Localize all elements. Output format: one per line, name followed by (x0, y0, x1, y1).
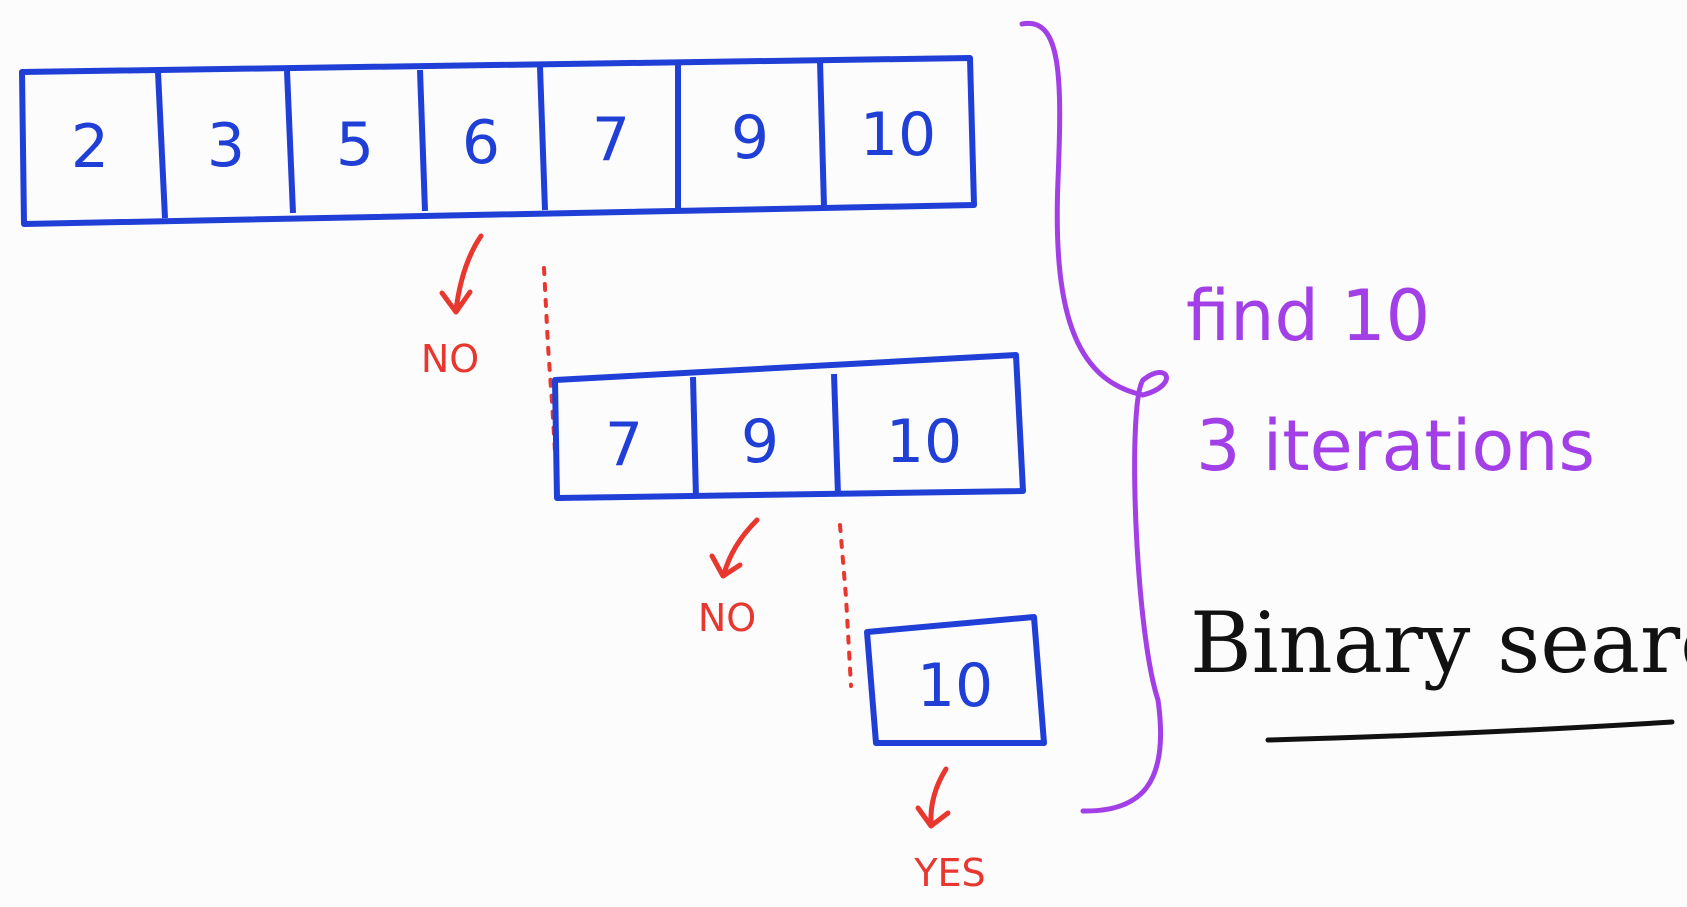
array-1-divider (537, 66, 548, 211)
array-1-divider (284, 70, 296, 214)
check-2: NO (698, 517, 760, 640)
split-line (838, 523, 853, 688)
array-2-cell: 7 (605, 410, 643, 480)
iterations-note: 3 iterations (1196, 405, 1595, 487)
array-1-divider (417, 69, 428, 212)
array-1-divider (817, 60, 827, 208)
array-1-outline (19, 55, 977, 227)
array-1-cell: 10 (860, 100, 936, 170)
diagram-title: Binary search (1190, 594, 1687, 692)
array-1-cell: 5 (336, 110, 374, 180)
array-2: 7 9 10 (552, 352, 1026, 501)
title-underline (1265, 719, 1675, 743)
array-2-divider (831, 373, 841, 496)
check-3: YES (913, 766, 986, 895)
check-label: YES (913, 851, 985, 895)
array-2-outline (552, 352, 1026, 501)
arrow-head (709, 553, 743, 579)
array-1-cell: 3 (207, 111, 245, 181)
check-label: NO (421, 337, 479, 381)
array-1-cell: 7 (592, 105, 630, 175)
check-label: NO (698, 596, 756, 640)
array-1-cell: 9 (731, 103, 769, 173)
array-3-cell: 10 (917, 651, 993, 721)
curly-brace (1019, 20, 1169, 814)
target-note: find 10 (1186, 275, 1430, 357)
arrow-head (915, 805, 951, 829)
down-arrow-icon (721, 517, 760, 577)
array-2-cell: 9 (741, 407, 779, 477)
array-2-cell: 10 (886, 407, 962, 477)
array-1-cell: 6 (462, 108, 500, 178)
down-arrow-icon (928, 766, 949, 827)
array-3-outline (864, 614, 1047, 746)
array-1-divider (155, 71, 168, 219)
arrow-head (439, 289, 473, 315)
array-3: 10 (864, 614, 1047, 746)
array-1-cell: 2 (71, 112, 109, 182)
array-1: 2 3 5 6 7 9 10 (19, 55, 977, 227)
check-1: NO (421, 233, 484, 381)
down-arrow-icon (453, 233, 484, 313)
array-2-divider (690, 376, 699, 499)
